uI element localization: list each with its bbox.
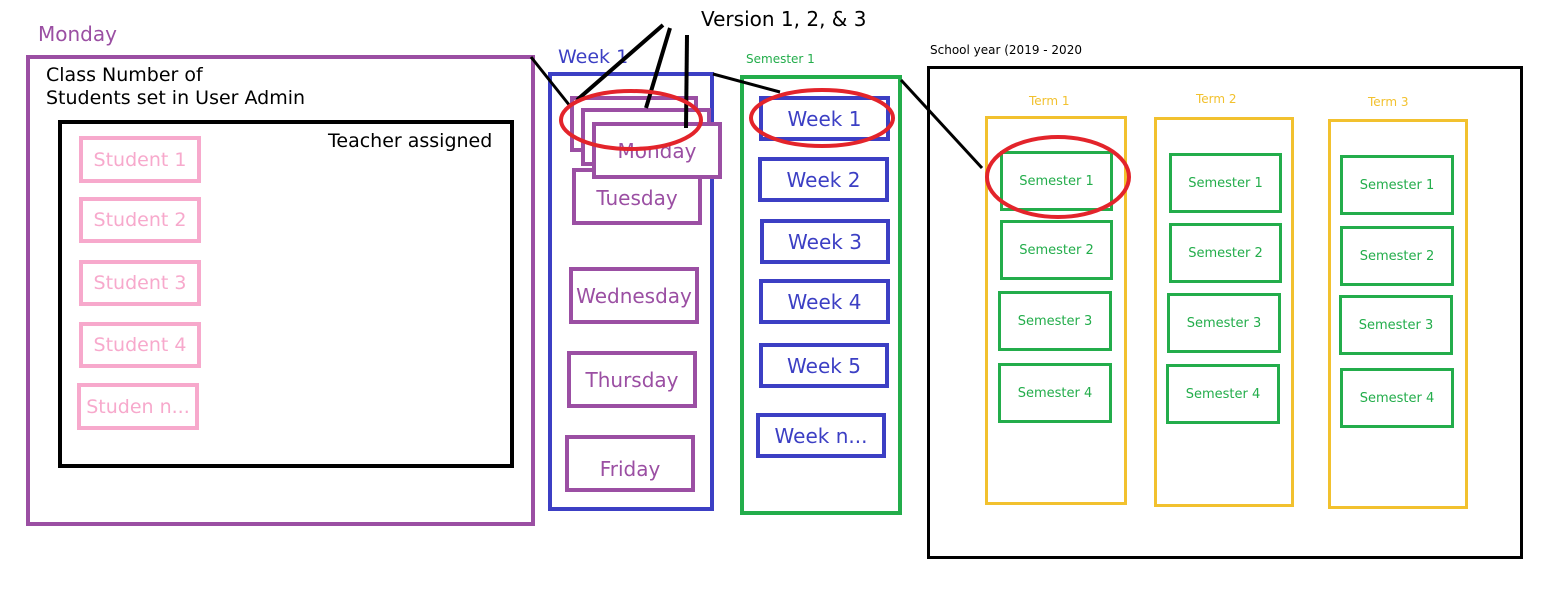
day-box: Friday xyxy=(565,435,695,492)
semester-box: Semester 3 xyxy=(998,291,1112,351)
semester-box: Semester 4 xyxy=(1340,368,1454,428)
teacher-label: Teacher assigned xyxy=(328,130,493,152)
week-box: Week 4 xyxy=(759,279,890,324)
term-title: Term 2 xyxy=(1196,92,1237,106)
week-box: Week n... xyxy=(756,413,886,458)
week-box: Week 5 xyxy=(759,343,889,388)
semester-box: Semester 1 xyxy=(1169,153,1282,213)
semester-box: Semester 1 xyxy=(1340,155,1454,215)
monday-panel-title: Monday xyxy=(38,22,117,46)
day-box: Wednesday xyxy=(569,267,699,324)
week-box: Week 2 xyxy=(758,157,889,202)
day-box: Monday xyxy=(592,122,722,179)
day-box: Thursday xyxy=(567,351,697,408)
term-box xyxy=(1154,117,1294,507)
class-label-line2: Students set in User Admin xyxy=(46,87,306,109)
week-box: Week 1 xyxy=(759,96,890,141)
student-box: Student 3 xyxy=(79,260,201,306)
week-box: Week 3 xyxy=(760,219,890,264)
term-box xyxy=(985,116,1127,505)
semester-box: Semester 2 xyxy=(1340,226,1454,286)
week-panel-title: Week 1 xyxy=(558,46,629,68)
student-box: Student 1 xyxy=(79,136,201,183)
school-year-panel xyxy=(927,66,1523,559)
semester-panel xyxy=(740,75,902,515)
student-box: Student 4 xyxy=(79,322,201,368)
monday-panel xyxy=(26,55,535,526)
term-title: Term 3 xyxy=(1368,95,1409,109)
teacher-panel xyxy=(58,120,514,468)
semester-box: Semester 4 xyxy=(998,363,1112,423)
semester-box: Semester 2 xyxy=(1169,223,1282,283)
class-label-line1: Class Number of xyxy=(46,64,203,86)
semester-box: Semester 4 xyxy=(1166,364,1280,424)
student-box: Studen n... xyxy=(77,383,199,430)
semester-box: Semester 1 xyxy=(1000,151,1113,211)
semester-box: Semester 3 xyxy=(1339,295,1453,355)
semester-box: Semester 3 xyxy=(1167,293,1281,353)
term-title: Term 1 xyxy=(1029,94,1070,108)
student-box: Student 2 xyxy=(79,197,201,243)
versions-label: Version 1, 2, & 3 xyxy=(701,7,867,31)
semester-panel-title: Semester 1 xyxy=(746,52,815,66)
term-box xyxy=(1328,119,1468,509)
semester-box: Semester 2 xyxy=(1000,220,1113,280)
school-year-title: School year (2019 - 2020 xyxy=(930,43,1082,57)
